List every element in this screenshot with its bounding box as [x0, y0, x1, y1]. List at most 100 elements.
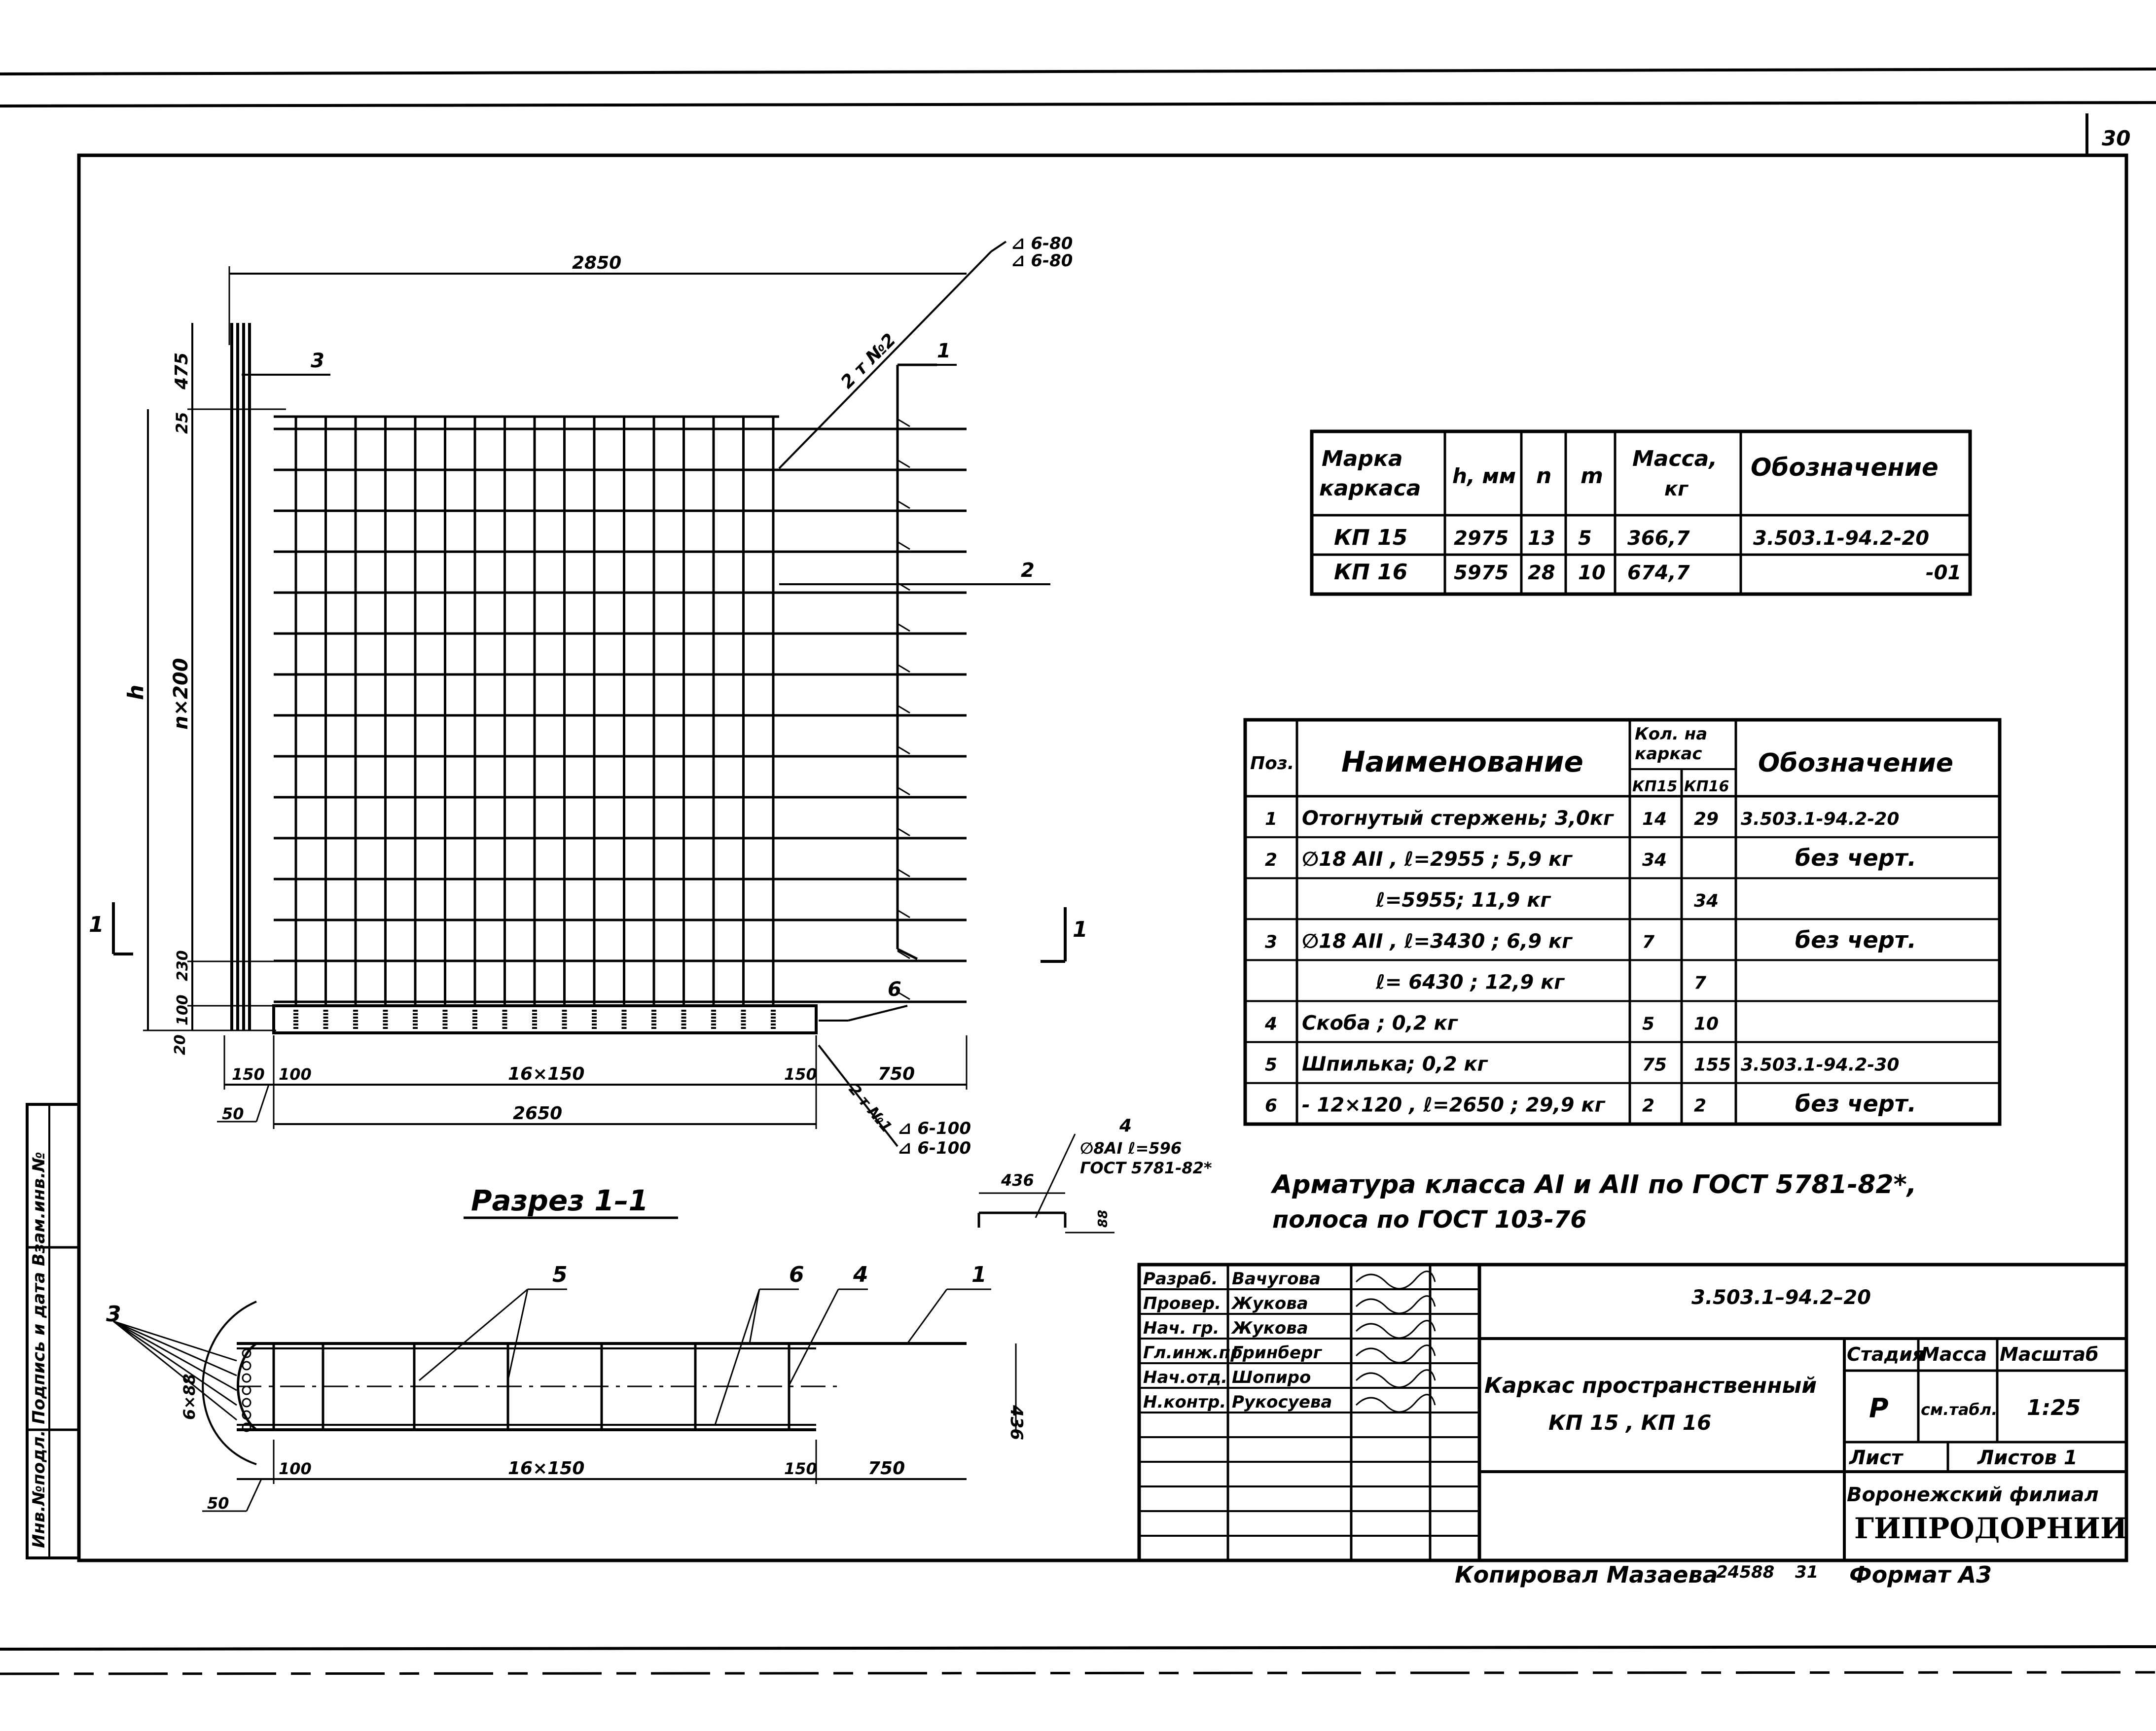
marks-cell: 5	[1578, 527, 1592, 550]
spec-cell: 155	[1694, 1055, 1731, 1075]
spec-h-pos: Поз.	[1250, 753, 1294, 774]
section-bar-dot	[242, 1410, 252, 1420]
spec-cell: 5	[1642, 1014, 1654, 1034]
spec-h-qty1: КП15	[1632, 778, 1677, 795]
marks-cell: -01	[1926, 562, 1961, 584]
tb-role: Провер.	[1143, 1294, 1221, 1313]
spec-cell: 75	[1642, 1055, 1667, 1075]
weld-top-1: ⊿ 6-80	[1011, 234, 1073, 253]
section-bar-dot	[242, 1422, 252, 1432]
tb-role: Гл.инж.пр.	[1143, 1343, 1249, 1363]
pos-2-label: 2	[1021, 559, 1035, 582]
spec-cell: Скоба ; 0,2 кг	[1302, 1012, 1458, 1035]
copied-by: Копировал Мазаева	[1455, 1561, 1718, 1588]
note-line-2: полоса по ГОСТ 103-76	[1272, 1206, 1587, 1234]
section-bar-dot	[242, 1361, 252, 1371]
section-title: Разрез 1–1	[471, 1184, 648, 1217]
tb-sheet-label: Лист	[1849, 1447, 1904, 1469]
section-dim-750: 750	[868, 1458, 905, 1479]
spec-cell: 3	[1265, 932, 1277, 952]
spec-cell: 5	[1265, 1055, 1277, 1075]
section-view: Разрез 1–1 3 5 6 4 1 6×88 436	[106, 1184, 1026, 1513]
weld-top-label: 2 т №2	[837, 330, 900, 393]
section-pos-5: 5	[552, 1262, 568, 1287]
section-dim-150: 150	[784, 1459, 817, 1478]
marks-table: Марка каркаса h, мм n m Масса, кг Обозна…	[1310, 429, 1972, 596]
spec-cell: 6	[1265, 1096, 1277, 1116]
signature	[1355, 1369, 1436, 1388]
section-pos-6: 6	[789, 1262, 804, 1287]
signature	[1355, 1394, 1436, 1413]
tb-person: Вачугова	[1232, 1269, 1321, 1289]
spec-cell: Отогнутый стержень; 3,0кг	[1302, 807, 1614, 830]
bracket-dim-small: 88	[1096, 1210, 1111, 1228]
weld-bottom-2: ⊿ 6-100	[898, 1138, 971, 1158]
spec-cell: ∅18 АII , ℓ=3430 ; 6,9 кг	[1302, 930, 1573, 953]
section-bar-dot	[242, 1373, 252, 1383]
dim-100-left: 100	[279, 1065, 312, 1084]
tb-role: Н.контр.	[1143, 1392, 1226, 1412]
side-stamp: Инв.№подл. Подпись и дата Взам.инв.№	[26, 1103, 80, 1559]
dim-top-width: 2850	[572, 253, 621, 273]
elevation-view: 2850 475 25 h n×200 230 100 20 150 100 1…	[89, 234, 1088, 1158]
spec-cell: 3.503.1-94.2-20	[1741, 809, 1899, 829]
copy-note: Копировал Мазаева 24588 31 Формат А3	[1455, 1561, 1992, 1588]
spec-cell: без черт.	[1795, 845, 1916, 871]
marks-cell: КП 16	[1334, 560, 1407, 585]
bracket-detail: 4 ∅8АI ℓ=596 ГОСТ 5781-82* 436 88	[977, 1116, 1212, 1234]
dim-20: 20	[172, 1034, 189, 1055]
tb-mass-label: Масса	[1921, 1343, 1987, 1365]
tb-role: Разраб.	[1143, 1269, 1218, 1289]
spec-cell: 14	[1642, 809, 1667, 829]
bracket-gost: ГОСТ 5781-82*	[1080, 1159, 1212, 1177]
tb-stage-label: Стадия	[1847, 1343, 1924, 1365]
bracket-dim: 436	[1001, 1171, 1034, 1190]
marks-h-mark-2: каркаса	[1319, 476, 1421, 501]
tb-person: Жукова	[1231, 1294, 1308, 1313]
section-bar-dot	[242, 1398, 252, 1408]
dim-100: 100	[174, 994, 191, 1025]
signature	[1355, 1295, 1436, 1314]
cut-mark-right: 1	[1073, 917, 1088, 942]
spec-cell: ℓ=5955; 11,9 кг	[1375, 889, 1551, 912]
tb-scale-label: Масштаб	[2000, 1343, 2099, 1365]
section-dim-50: 50	[207, 1494, 229, 1513]
tb-sheets-label: Листов 1	[1977, 1447, 2078, 1469]
copy-code: 24588	[1716, 1562, 1774, 1582]
marks-h-designation: Обозначение	[1751, 453, 1939, 482]
spec-cell: ∅18 АII , ℓ=2955 ; 5,9 кг	[1302, 848, 1573, 871]
dim-2650: 2650	[513, 1103, 562, 1124]
spec-cell: 1	[1265, 809, 1277, 829]
pos-3-label: 3	[311, 350, 324, 372]
bracket-spec: ∅8АI ℓ=596	[1080, 1139, 1182, 1158]
signature	[1355, 1344, 1436, 1364]
signature	[1355, 1271, 1436, 1290]
sheet-number: 30	[2102, 126, 2130, 150]
spec-cell: 10	[1694, 1014, 1719, 1034]
dim-spacing: 16×150	[508, 1064, 584, 1084]
section-pos-1: 1	[971, 1262, 987, 1287]
spec-cell: - 12×120 , ℓ=2650 ; 29,9 кг	[1302, 1094, 1606, 1117]
dim-750: 750	[878, 1064, 915, 1084]
notes: Арматура класса АI и АII по ГОСТ 5781-82…	[1270, 1170, 1917, 1234]
section-dim-left: 6×88	[180, 1374, 199, 1420]
spec-h-name: Наименование	[1341, 745, 1583, 778]
dim-150-right: 150	[784, 1065, 817, 1084]
marks-cell: 5975	[1454, 562, 1509, 584]
dim-150-left: 150	[232, 1065, 265, 1084]
spec-cell: 3.503.1-94.2-30	[1741, 1055, 1899, 1075]
dim-50: 50	[222, 1104, 244, 1123]
spec-cell: 2	[1265, 850, 1277, 870]
tb-role: Нач.отд.	[1143, 1368, 1227, 1387]
spec-cell: 29	[1694, 809, 1719, 829]
dim-top-gap: 25	[173, 412, 191, 434]
spec-cell: 7	[1694, 973, 1706, 993]
dim-n200: n×200	[170, 658, 192, 730]
spec-cell: 4	[1264, 1014, 1277, 1034]
marks-h-mass-1: Масса,	[1632, 446, 1717, 471]
spec-cell: 34	[1642, 850, 1667, 870]
section-dim-spacing: 16×150	[508, 1458, 584, 1479]
marks-h-mass-2: кг	[1664, 478, 1689, 500]
tb-stage: Р	[1869, 1393, 1889, 1424]
note-line-1: Арматура класса АI и АII по ГОСТ 5781-82…	[1270, 1170, 1917, 1200]
